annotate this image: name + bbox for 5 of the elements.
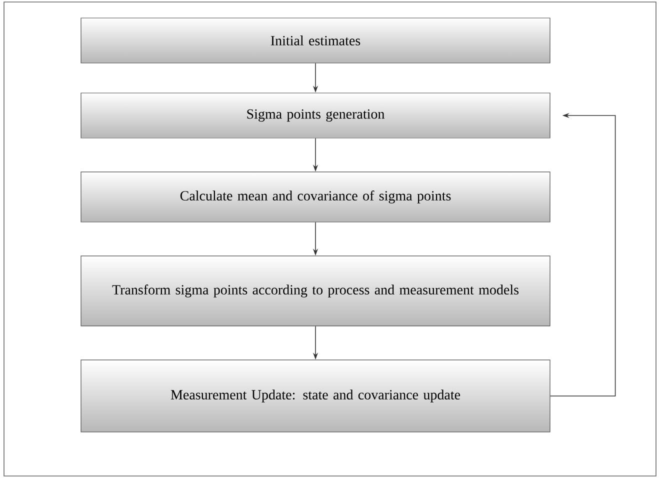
process-box: Sigma points generation [80,92,550,138]
process-box: Initial estimates [80,18,550,64]
process-box: Transform sigma points according to process and measurement models [80,256,550,326]
process-box: Measurement Update: state and covariance update [80,360,550,432]
process-box: Calculate mean and covariance of sigma points [80,172,550,222]
